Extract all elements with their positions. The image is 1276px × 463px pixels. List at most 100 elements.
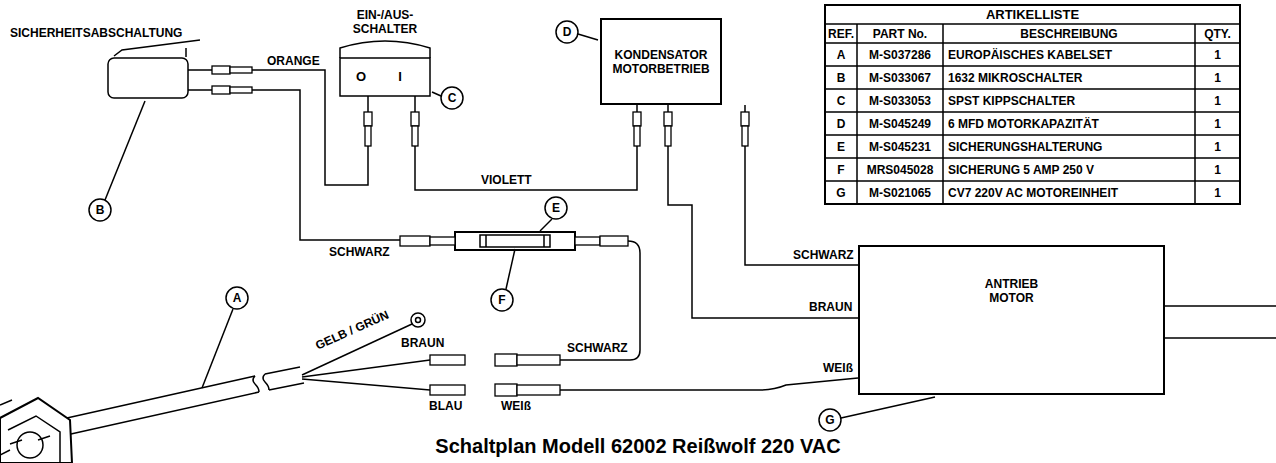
motor-shaft bbox=[1165, 306, 1276, 338]
wire-color: BRAUN bbox=[808, 301, 853, 314]
table-header: QTY. bbox=[1195, 24, 1240, 43]
callout-circles bbox=[556, 21, 578, 43]
wire-color: ORANGE bbox=[266, 55, 321, 68]
black-wire bbox=[560, 241, 640, 360]
table-cell: 1632 MIKROSCHALTER bbox=[943, 66, 1195, 89]
spade-connector bbox=[400, 236, 430, 246]
spade-connector bbox=[517, 355, 560, 365]
table-cell: E bbox=[825, 135, 857, 158]
callout-circles bbox=[226, 287, 248, 309]
spade-connector bbox=[665, 126, 671, 146]
part-name: ANTRIEB MOTOR bbox=[967, 277, 1057, 305]
power-cable bbox=[302, 360, 430, 377]
black-wire bbox=[198, 90, 400, 240]
table-cell: F bbox=[825, 158, 857, 181]
motor-box: ANTRIEB MOTOR bbox=[858, 245, 1165, 395]
table-cell: 1 bbox=[1195, 66, 1240, 89]
wire-color: SCHWARZ bbox=[566, 342, 629, 355]
wire-color: BLAU bbox=[428, 400, 463, 413]
spade-connector bbox=[430, 385, 465, 395]
white-wire bbox=[560, 378, 858, 390]
spade-connector bbox=[495, 354, 517, 366]
power-cable bbox=[40, 313, 430, 440]
table-cell: SICHERUNGSHALTERUNG bbox=[943, 135, 1195, 158]
spade-connector bbox=[212, 86, 230, 94]
table-cell: B bbox=[825, 66, 857, 89]
spade-connector bbox=[634, 126, 640, 146]
table-cell: 1 bbox=[1195, 43, 1240, 66]
spade-connector bbox=[600, 236, 628, 246]
callout-letter: C bbox=[443, 91, 461, 105]
schuko-plug bbox=[0, 398, 72, 463]
table-cell: D bbox=[825, 112, 857, 135]
fuse-holder bbox=[480, 235, 550, 247]
schuko-plug bbox=[8, 416, 60, 463]
callout-letter: F bbox=[493, 293, 511, 307]
schuko-plug bbox=[0, 400, 12, 455]
fuse-holder bbox=[486, 235, 544, 247]
part-name: SICHERHEITSABSCHALTUNG bbox=[10, 26, 182, 40]
spade-connector bbox=[742, 126, 748, 146]
black-wire bbox=[198, 69, 208, 71]
table-cell: M-S045249 bbox=[857, 112, 943, 135]
schuko-plug bbox=[17, 432, 43, 458]
table-cell: 1 bbox=[1195, 112, 1240, 135]
callout-letter: B bbox=[91, 203, 109, 217]
part-name: EIN-/AUS- SCHALTER bbox=[335, 8, 435, 36]
wire-color: SCHWARZ bbox=[328, 246, 391, 259]
table-cell: M-S033067 bbox=[857, 66, 943, 89]
table-cell: M-S021065 bbox=[857, 181, 943, 204]
callout-letter: E bbox=[547, 201, 565, 215]
table-cell: 1 bbox=[1195, 89, 1240, 112]
power-cable bbox=[265, 367, 304, 390]
capacitor-box: KONDENSATOR MOTORBETRIEB bbox=[600, 18, 722, 105]
parts-table-grid bbox=[825, 5, 1240, 204]
callout-circles bbox=[819, 409, 841, 431]
callout-circles bbox=[491, 289, 513, 311]
callout-letter: A bbox=[228, 291, 246, 305]
spade-connector bbox=[517, 385, 560, 395]
callout-circles bbox=[540, 219, 552, 231]
table-cell: C bbox=[825, 89, 857, 112]
callout-circles bbox=[441, 87, 463, 109]
fuse-holder bbox=[455, 232, 575, 250]
power-cable bbox=[416, 318, 421, 323]
rocker-switch: EIN-/AUS- SCHALTEROI bbox=[335, 8, 435, 102]
table-cell: G bbox=[825, 181, 857, 204]
parts-table-grid bbox=[825, 5, 1240, 204]
table-cell: 1 bbox=[1195, 135, 1240, 158]
parts-table-grid bbox=[825, 24, 1240, 181]
spade-connector bbox=[230, 87, 252, 93]
table-cell: CV7 220V AC MOTOREINHEIT bbox=[943, 181, 1195, 204]
wire bbox=[668, 105, 858, 318]
spade-connector bbox=[495, 384, 517, 396]
wire-color: WEIß bbox=[822, 362, 854, 375]
schuko-plug bbox=[0, 398, 72, 463]
callout-circles bbox=[105, 101, 145, 200]
wire-color: BRAUN bbox=[400, 337, 445, 350]
spade-connector bbox=[364, 112, 372, 126]
table-cell: EUROPÄISCHES KABELSET bbox=[943, 43, 1195, 66]
table-header: PART No. bbox=[857, 24, 943, 43]
power-cable bbox=[40, 376, 259, 440]
spade-connector bbox=[212, 66, 749, 396]
power-cable bbox=[253, 376, 259, 392]
wire-color: SCHWARZ bbox=[792, 249, 855, 262]
callout-circles bbox=[506, 249, 515, 289]
wire-color: VIOLETT bbox=[480, 174, 533, 187]
table-cell: M-S045231 bbox=[857, 135, 943, 158]
power-cable bbox=[302, 379, 430, 390]
white-wire bbox=[560, 378, 858, 390]
table-header: BESCHREIBUNG bbox=[943, 24, 1195, 43]
callout-circles bbox=[432, 92, 441, 96]
wire bbox=[745, 105, 858, 265]
power-cable bbox=[263, 374, 269, 390]
spade-connector bbox=[230, 67, 252, 73]
spade-connector bbox=[430, 237, 455, 245]
spade-connector bbox=[430, 355, 465, 365]
table-cell: M-S033053 bbox=[857, 89, 943, 112]
microswitch: SICHERHEITSABSCHALTUNG bbox=[10, 26, 208, 100]
spade-connector bbox=[411, 112, 419, 126]
part-name: KONDENSATOR MOTORBETRIEB bbox=[608, 48, 714, 76]
